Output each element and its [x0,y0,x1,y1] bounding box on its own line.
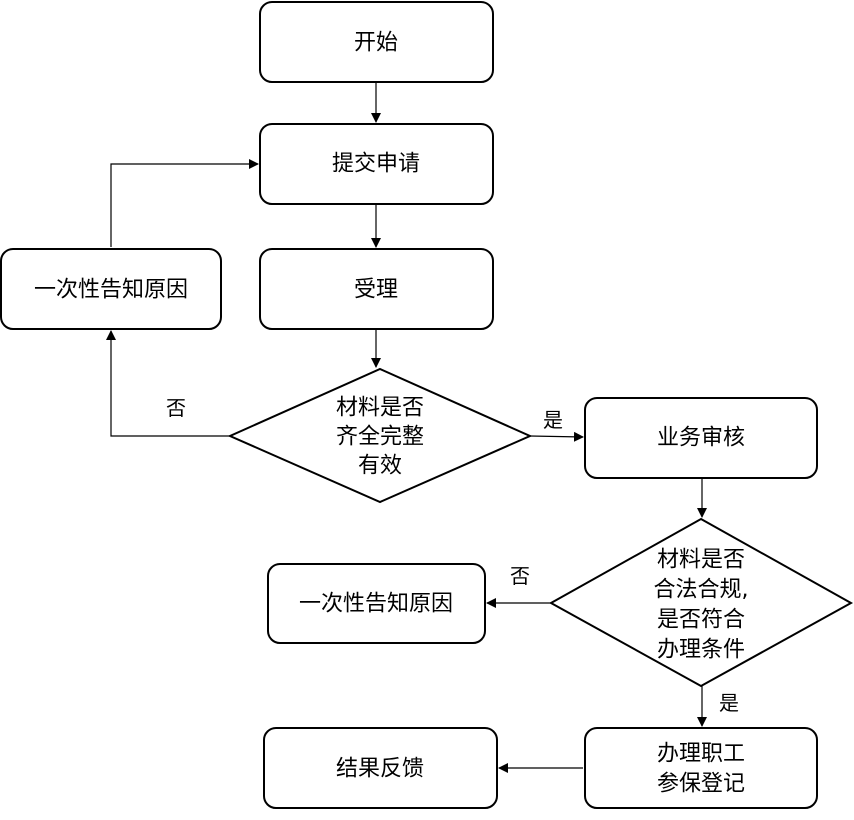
check-complete-diamond [227,367,533,504]
node-notify-2: 一次性告知原因 [267,563,486,644]
register-box [584,727,818,809]
check-legal-line-3: 是否符合 [657,608,745,633]
notify-2-box [267,563,486,644]
check-legal-line-1: 材料是否 [657,548,745,573]
check-complete-line-3: 有效 [358,454,402,479]
edge-label-complete-yes: 是 [543,408,563,432]
review-box [584,397,818,479]
start-label: 开始 [354,31,398,56]
node-check-complete: 材料是否 齐全完整 有效 [227,367,533,504]
feedback-label: 结果反馈 [336,757,424,782]
accept-label: 受理 [354,278,398,303]
notify-1-label: 一次性告知原因 [34,278,188,303]
edge-label-complete-no: 否 [166,396,186,420]
edge-label-legal-no: 否 [510,564,530,588]
edges [106,82,707,773]
node-check-legal: 材料是否 合法合规, 是否符合 办理条件 [548,517,854,688]
submit-box [259,123,494,205]
edge-label-legal-yes: 是 [719,691,739,715]
start-box [259,1,494,83]
edge-notify-to-submit [110,159,259,247]
check-legal-diamond [548,517,854,688]
edge-check-complete-no [106,330,230,437]
node-feedback: 结果反馈 [263,727,498,809]
accept-box [259,248,494,330]
review-label: 业务审核 [657,426,745,451]
check-complete-line-1: 材料是否 [336,396,424,421]
check-complete-line-2: 齐全完整 [336,425,424,450]
register-line-2: 参保登记 [657,772,745,797]
check-legal-line-4: 办理条件 [657,638,745,663]
notify-2-label: 一次性告知原因 [299,592,453,617]
submit-label: 提交申请 [332,152,420,177]
node-accept: 受理 [259,248,494,330]
edge-check-complete-yes [529,431,584,442]
node-start: 开始 [259,1,494,83]
notify-1-box [0,248,222,330]
node-review: 业务审核 [584,397,818,479]
node-notify-1: 一次性告知原因 [0,248,222,330]
node-register: 办理职工 参保登记 [584,727,818,809]
node-submit: 提交申请 [259,123,494,205]
feedback-box [263,727,498,809]
check-legal-line-2: 合法合规, [654,578,749,603]
register-line-1: 办理职工 [657,742,745,767]
